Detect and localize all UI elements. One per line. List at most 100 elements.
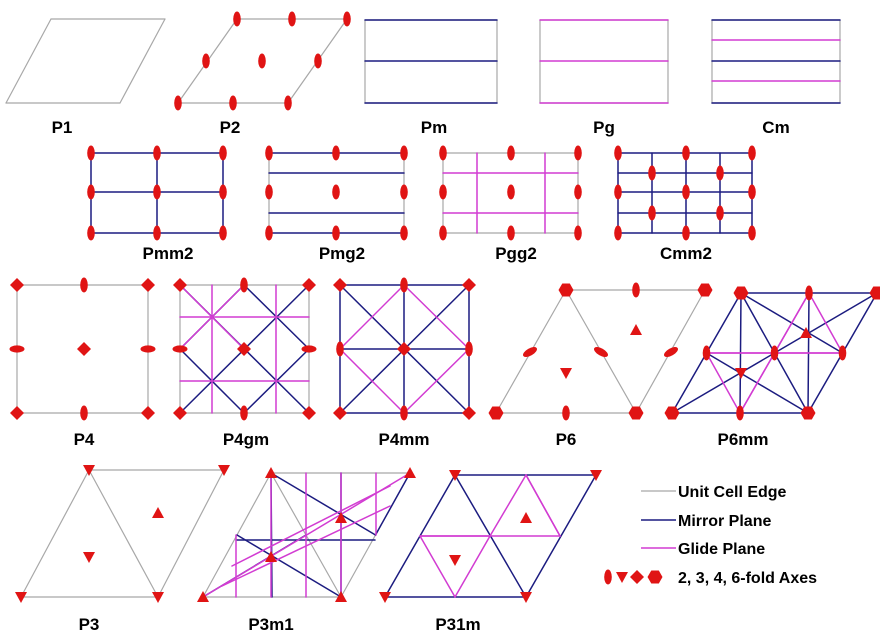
- twofold-axis: [400, 277, 408, 293]
- twofold-axis: [648, 165, 656, 181]
- sixfold-axis: [664, 406, 680, 420]
- twofold-axis: [574, 184, 582, 200]
- threefold-axis: [616, 572, 628, 583]
- twofold-axis: [332, 145, 340, 161]
- twofold-axis: [288, 11, 296, 27]
- twofold-axis: [332, 225, 340, 241]
- twofold-axis: [219, 145, 227, 161]
- twofold-axis: [240, 277, 248, 293]
- label-p4: P4: [74, 430, 95, 449]
- fourfold-axis: [173, 406, 187, 420]
- twofold-axis: [172, 345, 188, 353]
- threefold-axis: [152, 592, 164, 603]
- twofold-axis: [301, 345, 317, 353]
- glide-line: [339, 348, 405, 414]
- twofold-axis: [265, 184, 273, 200]
- twofold-axis: [648, 205, 656, 221]
- cell-edge-line: [88, 469, 159, 598]
- glide-line: [525, 474, 561, 537]
- fourfold-axis: [302, 406, 316, 420]
- cell-edge-line: [5, 18, 52, 104]
- fourfold-axis: [333, 278, 347, 292]
- twofold-axis: [153, 225, 161, 241]
- twofold-axis: [219, 225, 227, 241]
- legend: Unit Cell Edge Mirror Plane Glide Plane …: [604, 484, 817, 587]
- twofold-axis: [140, 345, 156, 353]
- threefold-axis: [379, 592, 391, 603]
- twofold-axis: [87, 145, 95, 161]
- glide-line: [705, 352, 741, 414]
- twofold-axis: [682, 184, 690, 200]
- twofold-axis: [664, 347, 678, 357]
- threefold-axis: [560, 368, 572, 379]
- fourfold-axis: [397, 342, 411, 356]
- twofold-axis: [80, 405, 88, 421]
- label-pm: Pm: [421, 118, 447, 137]
- fourfold-axis: [462, 406, 476, 420]
- twofold-axis: [153, 184, 161, 200]
- label-p3: P3: [79, 615, 100, 634]
- fourfold-axis: [10, 278, 24, 292]
- threefold-axis: [15, 592, 27, 603]
- twofold-axis: [240, 405, 248, 421]
- twofold-axis: [258, 53, 266, 69]
- glide-line: [231, 485, 391, 567]
- twofold-axis: [400, 405, 408, 421]
- mirror-line: [525, 474, 597, 598]
- twofold-axis: [336, 341, 344, 357]
- twofold-axis: [632, 282, 640, 298]
- label-pmm2: Pmm2: [142, 244, 193, 263]
- sixfold-axis: [800, 406, 816, 420]
- fourfold-axis: [237, 342, 251, 356]
- threefold-axis: [520, 592, 532, 603]
- fourfold-axis: [141, 406, 155, 420]
- legend-glide-plane: Glide Plane: [678, 541, 765, 558]
- legend-axes: 2, 3, 4, 6-fold Axes: [678, 570, 817, 587]
- twofold-axis: [838, 345, 847, 361]
- fourfold-axis: [77, 342, 91, 356]
- twofold-axis: [439, 184, 447, 200]
- sixfold-axis: [488, 406, 504, 420]
- sixfold-axis: [733, 286, 749, 300]
- threefold-axis: [630, 324, 642, 335]
- twofold-axis: [87, 184, 95, 200]
- threefold-axis: [197, 591, 209, 602]
- twofold-axis: [736, 405, 744, 421]
- twofold-axis: [507, 184, 515, 200]
- fourfold-axis: [302, 278, 316, 292]
- sixfold-axis: [628, 406, 644, 420]
- twofold-axis: [574, 225, 582, 241]
- twofold-axis: [265, 225, 273, 241]
- glide-line: [403, 348, 470, 414]
- label-cmm2: Cmm2: [660, 244, 712, 263]
- label-cm: Cm: [762, 118, 789, 137]
- twofold-axis: [343, 11, 351, 27]
- twofold-axis: [507, 145, 515, 161]
- label-p4gm: P4gm: [223, 430, 269, 449]
- label-p31m: P31m: [435, 615, 480, 634]
- twofold-axis: [604, 569, 612, 585]
- twofold-axis: [400, 184, 408, 200]
- twofold-axis: [716, 205, 724, 221]
- label-p4mm: P4mm: [378, 430, 429, 449]
- cell-edge-line: [20, 469, 90, 598]
- legend-mirror-plane: Mirror Plane: [678, 513, 771, 530]
- twofold-axis: [614, 145, 622, 161]
- cell-edge-line: [119, 18, 166, 104]
- threefold-axis: [265, 551, 277, 562]
- glide-line: [221, 505, 391, 587]
- label-p1: P1: [52, 118, 73, 137]
- label-pgg2: Pgg2: [495, 244, 537, 263]
- sixfold-axis: [558, 283, 574, 297]
- twofold-axis: [265, 145, 273, 161]
- sixfold-axis: [869, 286, 880, 300]
- glide-line: [419, 535, 456, 598]
- glide-line: [489, 474, 527, 537]
- twofold-axis: [614, 225, 622, 241]
- twofold-axis: [770, 345, 779, 361]
- twofold-axis: [702, 345, 711, 361]
- threefold-axis: [218, 465, 230, 476]
- cell-edge-line: [157, 469, 225, 598]
- threefold-axis: [265, 467, 277, 478]
